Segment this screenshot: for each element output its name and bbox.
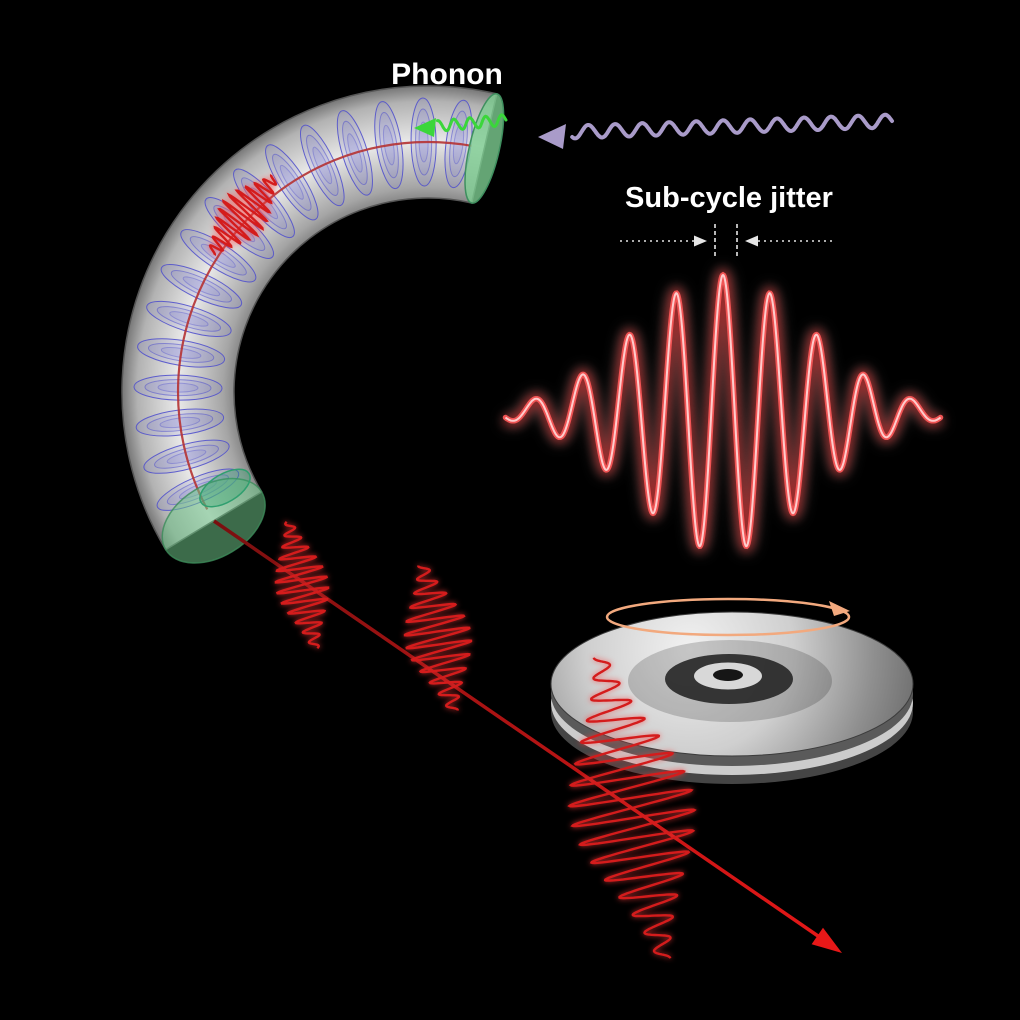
- pulse-core: [504, 273, 942, 548]
- green-arrowhead-icon: [414, 118, 436, 137]
- beam-packet-large: [567, 657, 697, 959]
- sub-cycle-jitter-label: Sub-cycle jitter: [625, 182, 833, 214]
- tube-end-cap-bottom: [161, 477, 266, 564]
- phonon-label: Phonon: [391, 58, 503, 91]
- output-beam: [213, 519, 842, 959]
- tube-end-cap-top: [464, 92, 505, 204]
- helix-end-outline: [199, 468, 251, 508]
- jitter-left-arrowhead-icon: [694, 235, 707, 247]
- beam-packet-small: [274, 520, 330, 650]
- jitter-right-arrowhead-icon: [745, 235, 758, 247]
- green-wave: [436, 113, 508, 133]
- beam-line: [213, 519, 819, 938]
- purple-input-wave-arrow: [538, 112, 894, 149]
- tube-pulse-packet: [208, 174, 278, 256]
- circulation-arrowhead-icon: [829, 601, 850, 616]
- orange-circulation-arrow: [605, 597, 851, 637]
- phonon-tube: [121, 85, 505, 564]
- purple-wave: [570, 112, 894, 141]
- beam-arrowhead-icon: [811, 927, 842, 953]
- disk-center-hole: [713, 669, 743, 681]
- jitter-indicator: [620, 224, 832, 259]
- optical-pulse: [501, 267, 945, 554]
- tube-body: [121, 85, 498, 551]
- purple-arrowhead-icon: [538, 124, 566, 149]
- microdisk-resonator: [550, 611, 914, 784]
- phonon-green-wave-arrow: [414, 113, 508, 137]
- beam-packet-medium: [403, 565, 473, 711]
- circulation-loop: [605, 597, 851, 637]
